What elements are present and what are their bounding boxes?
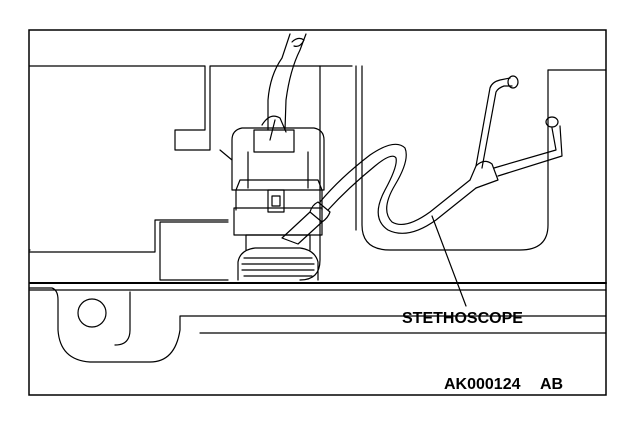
stethoscope [281, 75, 563, 245]
engine-background [29, 65, 607, 281]
fuel-injector [219, 127, 325, 281]
earpiece-right [545, 116, 559, 128]
stethoscope-label: STETHOSCOPE [402, 310, 523, 327]
callout-leader-line [431, 215, 467, 307]
earpiece-left [507, 75, 519, 89]
connector-lock-tab [267, 189, 285, 213]
fuel-rail-base [29, 282, 607, 363]
injector-wire-harness [261, 33, 307, 141]
diagram-frame [28, 29, 607, 396]
figure-code: AK000124 [444, 376, 521, 393]
mounting-bolt-hole [77, 298, 107, 328]
figure-suffix: AB [540, 376, 563, 393]
